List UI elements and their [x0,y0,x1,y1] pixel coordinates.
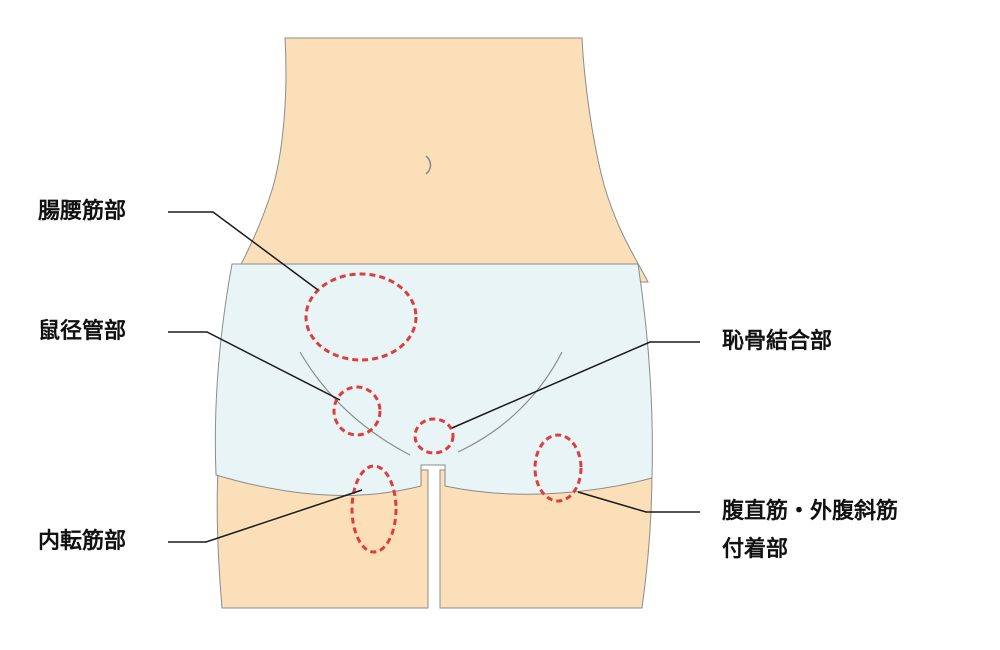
torso [231,37,649,283]
navel [425,155,432,175]
shorts [214,263,653,496]
label-adductor: 内転筋部 [38,529,127,554]
left-thigh [216,469,429,609]
left-groin-crease [299,351,411,456]
rectus-attachment-region-marker [533,433,583,503]
inguinal-leader-line [168,331,341,401]
label-iliopsoas: 腸腰筋部 [38,199,127,224]
label-rectus-attachment-line2: 付着部 [722,537,789,562]
iliopsoas-leader-line [168,211,319,291]
pubic-symphysis-leader-line [451,341,700,429]
label-inguinal-canal: 鼠径管部 [38,319,127,344]
rectus-attachment-leader-line [577,491,700,513]
pubic-symphysis-region-marker [413,417,455,455]
iliopsoas-region-marker [304,272,418,362]
right-groin-crease [457,351,563,453]
inguinal-region-marker [332,385,382,437]
label-rectus-attachment-line1: 腹直筋・外腹斜筋 [722,499,899,524]
adductor-region-marker [350,464,398,554]
adductor-leader-line [168,489,363,543]
label-pubic-symphysis: 恥骨結合部 [722,329,833,354]
right-thigh [439,469,653,609]
